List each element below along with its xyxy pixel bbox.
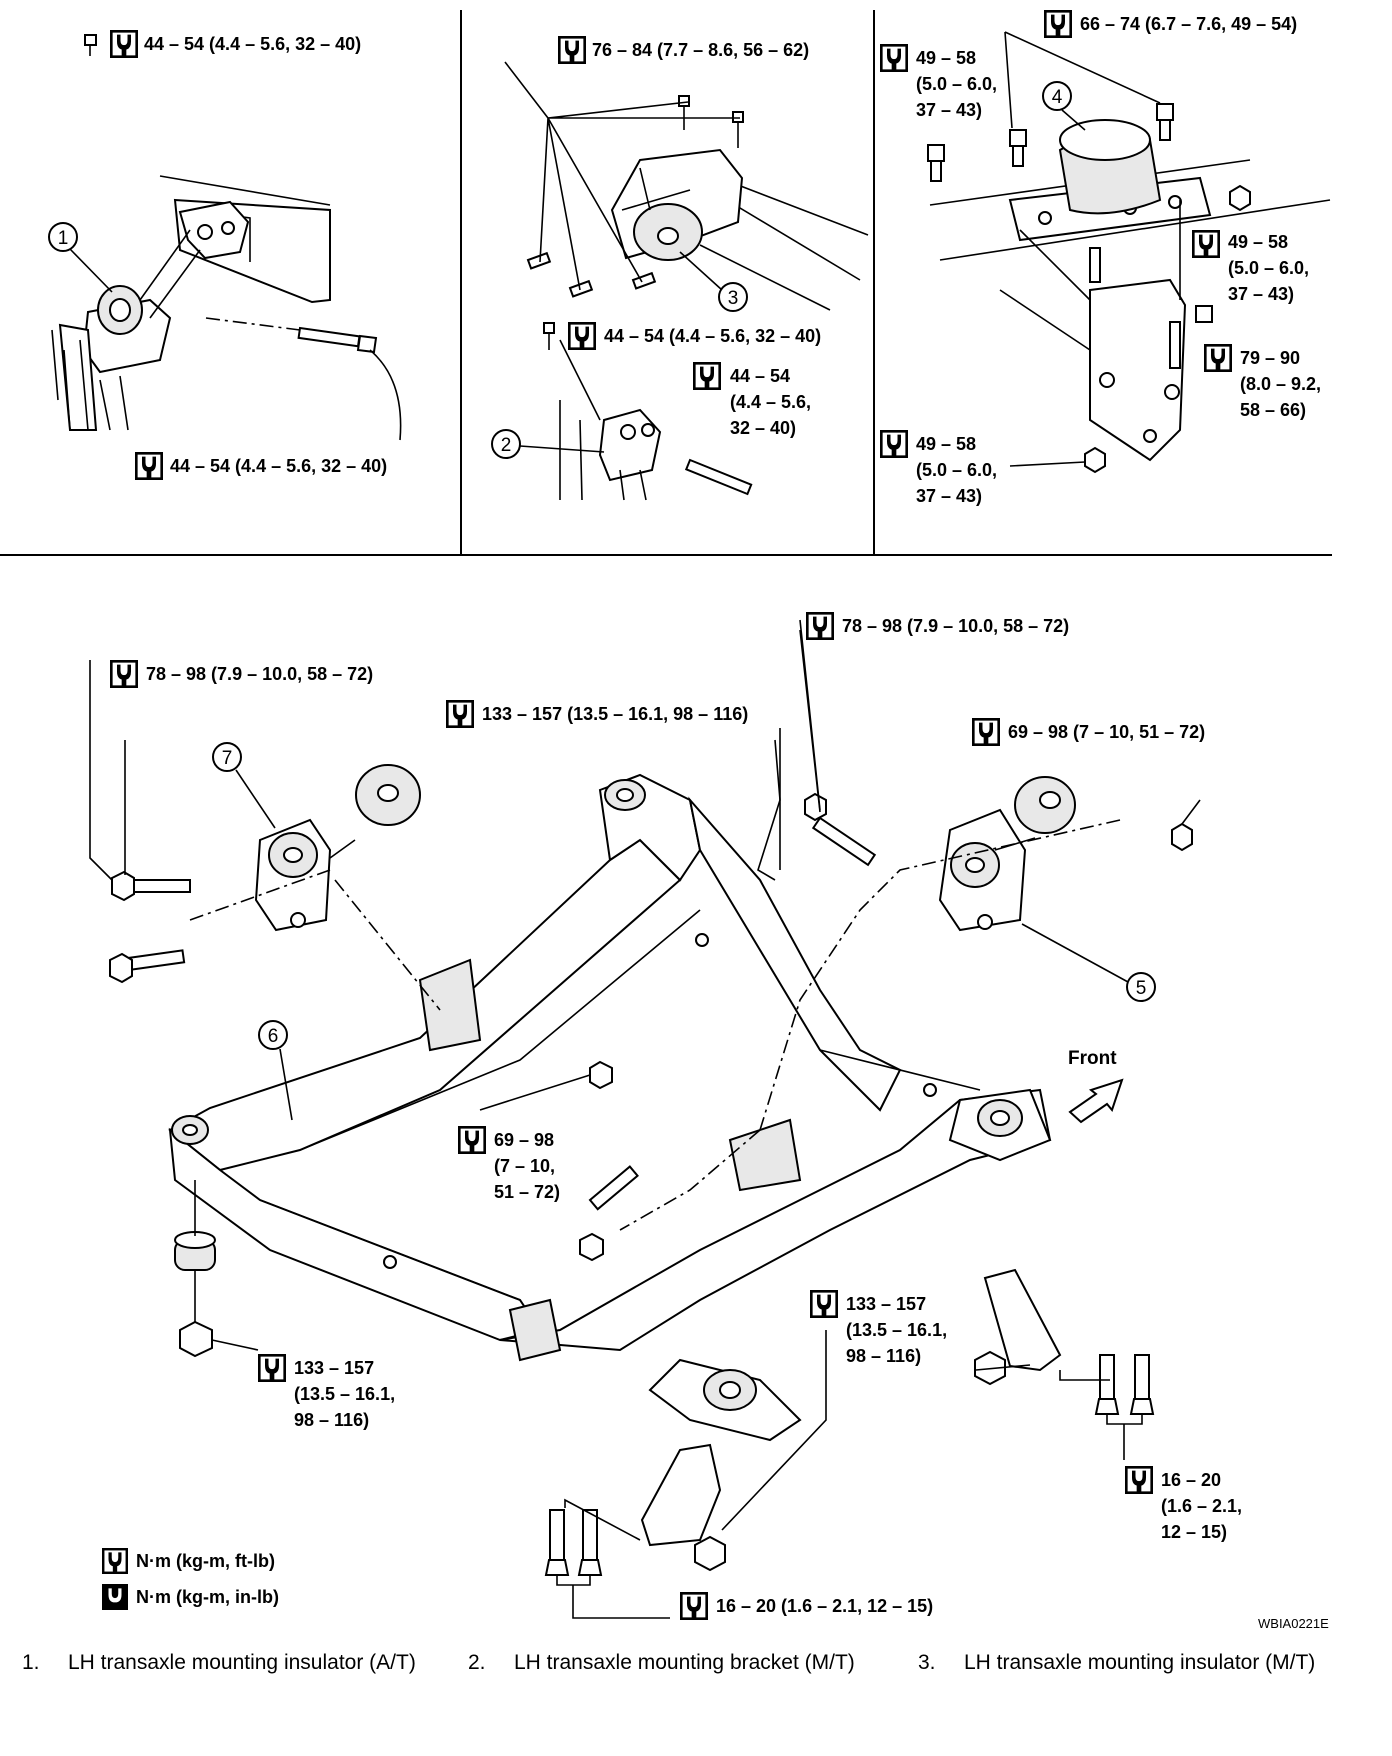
torque-main-78-right: 78 – 98 (7.9 – 10.0, 58 – 72)	[842, 616, 1069, 636]
torque-p3-right-l3: 37 – 43)	[1228, 284, 1294, 304]
callout-3	[718, 282, 748, 312]
torque-main-16-right-l2: (1.6 – 2.1,	[1161, 1496, 1242, 1516]
torque-main-69-center-l1: 69 – 98	[494, 1130, 554, 1150]
torque-p3-left-l3: 37 – 43)	[916, 100, 982, 120]
callout-5	[1126, 972, 1156, 1002]
legend-item-text: LH transaxle mounting insulator (A/T)	[68, 1651, 416, 1674]
callout-7-number: 7	[222, 748, 233, 769]
torque-p3-top: 66 – 74 (6.7 – 7.6, 49 – 54)	[1080, 14, 1297, 34]
units-legend-ft-lb: N·m (kg-m, ft-lb)	[136, 1551, 275, 1571]
callout-3-number: 3	[728, 288, 739, 309]
torque-p2-right-l2: (4.4 – 5.6,	[730, 392, 811, 412]
torque-main-69-center-l3: 51 – 72)	[494, 1182, 560, 1202]
torque-main-16-right-l3: 12 – 15)	[1161, 1522, 1227, 1542]
torque-p2-top: 76 – 84 (7.7 – 8.6, 56 – 62)	[592, 40, 809, 60]
panel-2-bracket-mt: 2	[491, 322, 753, 501]
torque-p3-stud-l1: 79 – 90	[1240, 348, 1300, 368]
torque-main-133-right-l2: (13.5 – 16.1,	[846, 1320, 947, 1340]
legend-item-number: 1.	[22, 1651, 40, 1674]
torque-p3-right-l1: 49 – 58	[1228, 232, 1288, 252]
panel-3-mount: 4	[927, 31, 1331, 474]
torque-main-133-right-l3: 98 – 116)	[846, 1346, 921, 1366]
torque-wrench-icon	[880, 430, 908, 458]
torque-p1-top: 44 – 54 (4.4 – 5.6, 32 – 40)	[144, 34, 361, 54]
callout-2-number: 2	[501, 435, 512, 456]
torque-wrench-icon	[1192, 230, 1220, 258]
torque-p3-stud-l2: (8.0 – 9.2,	[1240, 374, 1321, 394]
torque-p3-right-l2: (5.0 – 6.0,	[1228, 258, 1309, 278]
torque-wrench-icon	[1125, 1466, 1153, 1494]
callout-5-number: 5	[1136, 978, 1147, 999]
parts-legend: 1. LH transaxle mounting insulator (A/T)…	[0, 1640, 1392, 1756]
torque-main-133-left-l2: (13.5 – 16.1,	[294, 1384, 395, 1404]
front-label: Front	[1068, 1048, 1117, 1069]
torque-main-16-bottom: 16 – 20 (1.6 – 2.1, 12 – 15)	[716, 1596, 933, 1616]
torque-wrench-icon	[558, 36, 586, 64]
torque-p3-stud-l3: 58 – 66)	[1240, 400, 1306, 420]
torque-wrench-icon	[880, 44, 908, 72]
torque-p3-nut-l1: 49 – 58	[916, 434, 976, 454]
callout-6	[258, 1020, 288, 1050]
torque-wrench-icon	[1204, 344, 1232, 372]
torque-p3-nut-l2: (5.0 – 6.0,	[916, 460, 997, 480]
callout-1	[48, 222, 78, 252]
torque-wrench-icon	[680, 1592, 708, 1620]
torque-wrench-icon	[102, 1548, 128, 1574]
callout-4	[1042, 81, 1072, 111]
torque-wrench-icon	[110, 30, 138, 58]
torque-p1-bottom: 44 – 54 (4.4 – 5.6, 32 – 40)	[170, 456, 387, 476]
lower-parts-and-bolts	[89, 619, 1201, 1619]
legend-item-number: 3.	[918, 1651, 936, 1674]
legend-item-text: LH transaxle mounting insulator (M/T)	[964, 1651, 1316, 1674]
torque-wrench-icon	[135, 452, 163, 480]
legend-item-number: 2.	[468, 1651, 486, 1674]
torque-main-69-right: 69 – 98 (7 – 10, 51 – 72)	[1008, 722, 1205, 742]
torque-main-133-left-l1: 133 – 157	[294, 1358, 374, 1378]
callout-7	[212, 742, 242, 772]
torque-p3-left-l2: (5.0 – 6.0,	[916, 74, 997, 94]
torque-wrench-icon	[568, 322, 596, 350]
callout-4-number: 4	[1052, 87, 1063, 108]
torque-wrench-icon	[458, 1126, 486, 1154]
torque-wrench-icon	[446, 700, 474, 728]
callout-2	[491, 429, 521, 459]
legend-item-text: LH transaxle mounting bracket (M/T)	[514, 1651, 855, 1674]
torque-wrench-icon	[258, 1354, 286, 1382]
torque-main-69-center-l2: (7 – 10,	[494, 1156, 555, 1176]
torque-wrench-filled-icon	[102, 1584, 128, 1610]
torque-p3-left-l1: 49 – 58	[916, 48, 976, 68]
torque-wrench-icon	[693, 362, 721, 390]
torque-wrench-icon	[110, 660, 138, 688]
torque-main-133-right-l1: 133 – 157	[846, 1294, 926, 1314]
callout-6-number: 6	[268, 1026, 279, 1047]
torque-wrench-icon	[972, 718, 1000, 746]
panel-dividers	[0, 10, 1332, 556]
torque-main-133-left-l3: 98 – 116)	[294, 1410, 369, 1430]
torque-p2-right-l1: 44 – 54	[730, 366, 790, 386]
torque-main-78-left: 78 – 98 (7.9 – 10.0, 58 – 72)	[146, 664, 373, 684]
torque-wrench-icon	[810, 1290, 838, 1318]
figure-reference: WBIA0221E	[1258, 1616, 1329, 1631]
suspension-member	[168, 773, 1052, 1442]
torque-p3-nut-l3: 37 – 43)	[916, 486, 982, 506]
callout-1-number: 1	[58, 228, 69, 249]
torque-p2-mid: 44 – 54 (4.4 – 5.6, 32 – 40)	[604, 326, 821, 346]
torque-wrench-icon	[806, 612, 834, 640]
panel-2-insulator-mt: 3	[504, 61, 869, 312]
torque-p2-right-l3: 32 – 40)	[730, 418, 796, 438]
panel-1-insulator-at: 1	[48, 34, 402, 441]
torque-wrench-icon	[1044, 10, 1072, 38]
torque-main-16-right-l1: 16 – 20	[1161, 1470, 1221, 1490]
units-legend-in-lb: N·m (kg-m, in-lb)	[136, 1587, 279, 1607]
torque-main-133-top: 133 – 157 (13.5 – 16.1, 98 – 116)	[482, 704, 748, 724]
